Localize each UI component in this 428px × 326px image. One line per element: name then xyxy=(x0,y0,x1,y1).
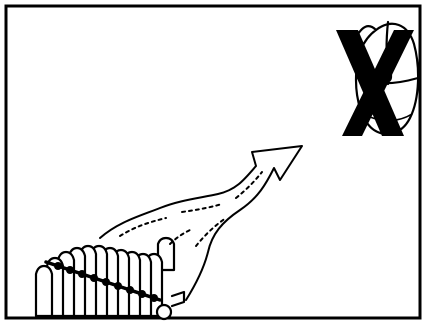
illustration-panel xyxy=(0,0,428,326)
